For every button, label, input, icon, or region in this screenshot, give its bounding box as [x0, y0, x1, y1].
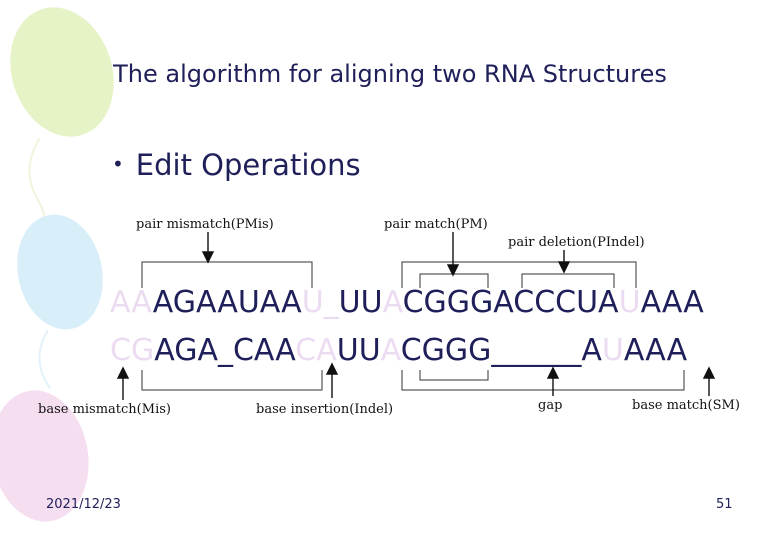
arrow-gap — [546, 366, 560, 396]
footer-date: 2021/12/23 — [46, 497, 121, 512]
bottom-sequence-segment: U — [601, 333, 624, 368]
arrow-pair-deletion — [557, 250, 571, 274]
bullet-glyph: • — [112, 152, 124, 176]
bottom-sequence-segment: UU — [336, 333, 381, 368]
bottom-sequence-segment: CA — [295, 333, 337, 368]
arc-top-outer-left — [141, 261, 313, 288]
arc-bottom-outer-left — [141, 370, 323, 391]
top-sequence-segment: U — [618, 285, 641, 320]
top-sequence-segment: AA — [110, 285, 153, 320]
top-sequence-segment: CGGGACCCUA — [402, 285, 619, 320]
slide-title: The algorithm for aligning two RNA Struc… — [113, 60, 667, 88]
footer-page-number: 51 — [716, 497, 733, 512]
blue-balloon — [17, 214, 103, 389]
arrow-base-insertion — [325, 362, 339, 398]
top-sequence-segment: UU — [338, 285, 383, 320]
label-pair-match: pair match(PM) — [384, 217, 488, 232]
bottom-sequence-segment: A — [380, 333, 401, 368]
top-sequence-segment: AGAAUAA — [152, 285, 302, 320]
arrow-base-match — [702, 366, 716, 396]
label-base-insertion: base insertion(Indel) — [256, 402, 394, 417]
arrow-pair-mismatch — [201, 232, 215, 264]
top-sequence: AAAGAAUAAU_UUACGGGACCCUAUAAA — [110, 285, 704, 320]
arc-bottom-outer-right — [401, 370, 685, 391]
label-pair-mismatch: pair mismatch(PMis) — [136, 217, 274, 232]
bullet-item: • Edit Operations — [112, 148, 361, 182]
arrow-base-mismatch — [116, 366, 130, 400]
pink-balloon — [0, 390, 89, 522]
bottom-sequence-segment: CG — [110, 333, 155, 368]
bottom-sequence: CGAGA_CAACAUUACGGG______AUAAA — [110, 333, 687, 368]
bottom-sequence-segment: AAA — [623, 333, 688, 368]
arc-bottom-inner-1 — [419, 370, 489, 381]
arc-top-inner-2 — [521, 273, 615, 288]
arc-top-outer-right — [401, 261, 637, 288]
arc-top-inner-1 — [419, 273, 489, 288]
top-sequence-segment: U_ — [301, 285, 339, 320]
label-base-match: base match(SM) — [632, 398, 740, 413]
label-base-mismatch: base mismatch(Mis) — [38, 402, 171, 417]
bottom-sequence-segment: AGA_CAA — [154, 333, 296, 368]
arrow-pair-match — [446, 232, 460, 277]
top-sequence-segment: A — [382, 285, 403, 320]
bottom-sequence-segment: CGGG______A — [400, 333, 602, 368]
bullet-text: Edit Operations — [135, 148, 361, 182]
top-sequence-segment: AAA — [640, 285, 704, 320]
label-gap: gap — [538, 398, 563, 413]
label-pair-deletion: pair deletion(PIndel) — [508, 235, 645, 250]
